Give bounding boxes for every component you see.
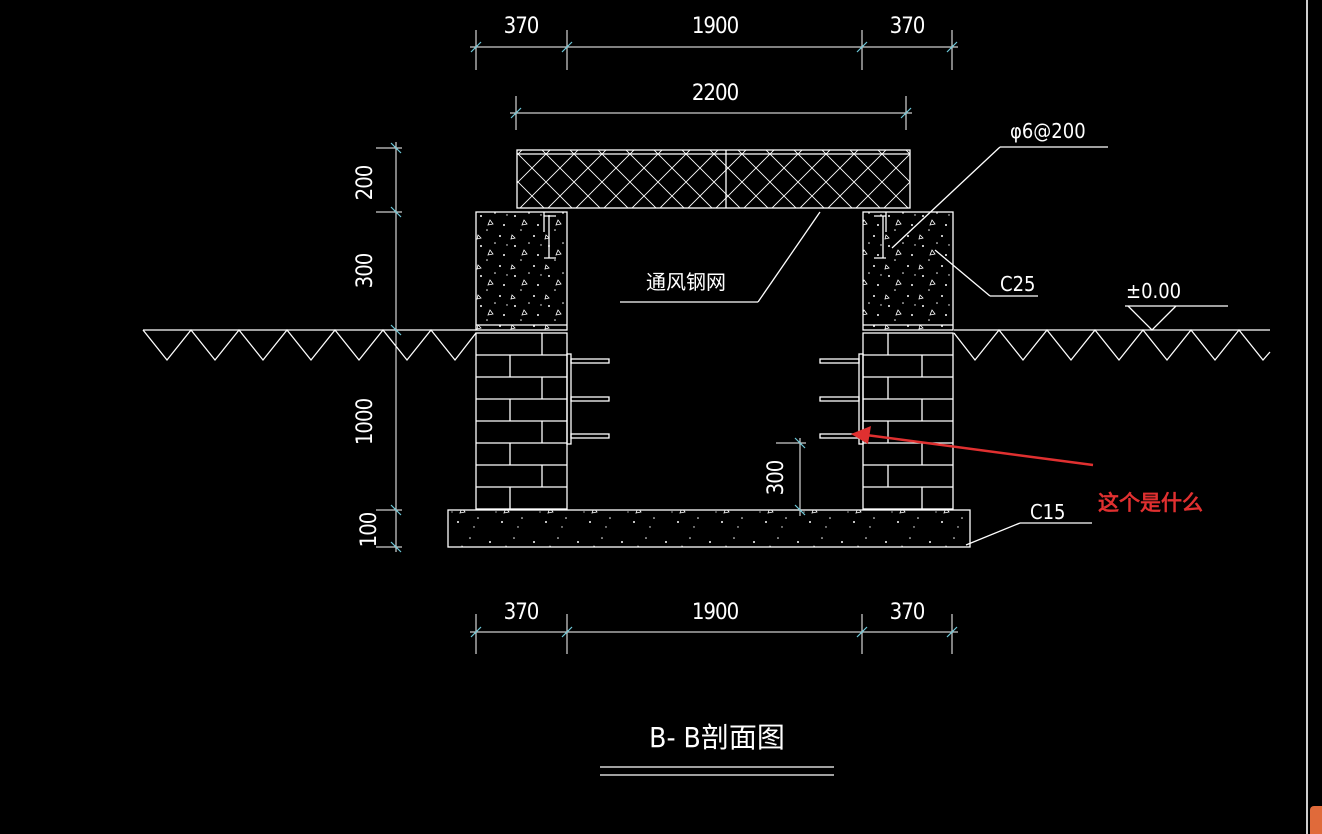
title-underline [600, 766, 834, 776]
dim-top-middle: 1900 [692, 14, 739, 39]
label-c25: C25 [1000, 272, 1035, 296]
dim-left-100: 100 [357, 512, 382, 547]
dim-step: 300 [764, 460, 789, 495]
ground-left [142, 328, 477, 362]
dim-left-vertical [376, 142, 402, 553]
left-brick-wall [475, 332, 568, 510]
dim-left-200: 200 [353, 165, 378, 200]
level-marker [1125, 305, 1228, 331]
dim-top-right: 370 [890, 14, 925, 39]
dim-top [470, 30, 958, 70]
leader-rebar [891, 146, 1108, 249]
dim-bottom-right: 370 [890, 600, 925, 625]
corner-badge [1310, 806, 1322, 834]
dim-bottom-middle: 1900 [692, 600, 739, 625]
left-step-rungs [566, 353, 610, 445]
annotation-arrow [851, 426, 1094, 467]
dim-cover [510, 96, 912, 130]
right-step-rungs [819, 353, 864, 445]
right-brick-wall [862, 332, 954, 510]
dim-top-left: 370 [504, 14, 539, 39]
drawing-title: B- B剖面图 [649, 721, 785, 754]
left-concrete-cap [475, 211, 568, 331]
annotation-question: 这个是什么 [1098, 491, 1203, 515]
dim-left-1000: 1000 [353, 398, 378, 445]
ground-right [953, 328, 1271, 362]
label-rebar: φ6@200 [1010, 119, 1086, 143]
dim-left-300: 300 [353, 253, 378, 288]
leader-mesh [620, 211, 821, 303]
dim-bottom-left: 370 [504, 600, 539, 625]
leader-c25 [934, 249, 1038, 297]
dim-step-height [776, 437, 806, 516]
base-slab [447, 509, 971, 548]
dim-bottom [470, 614, 958, 654]
dim-cover-width: 2200 [692, 81, 739, 106]
cover-slab [516, 149, 911, 209]
label-mesh: 通风钢网 [646, 270, 726, 294]
viewport-edge [1306, 0, 1308, 834]
label-c15: C15 [1030, 500, 1065, 524]
label-level: ±0.00 [1126, 279, 1181, 303]
leader-c15 [965, 522, 1092, 546]
right-concrete-cap [862, 211, 954, 331]
